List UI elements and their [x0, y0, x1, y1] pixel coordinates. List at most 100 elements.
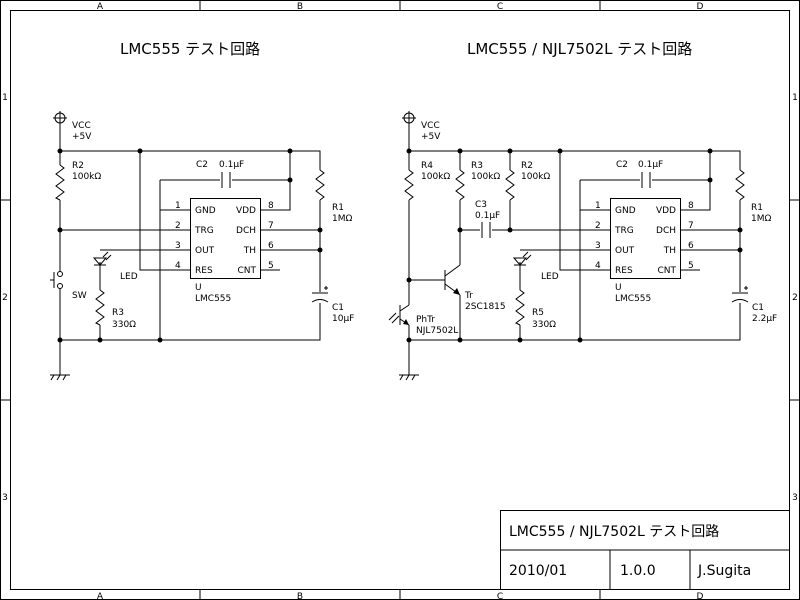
phototransistor-icon: [388, 304, 410, 326]
ic-pin-number: 7: [688, 221, 694, 231]
r2-ref: R2: [521, 161, 533, 171]
r1-ref: R1: [751, 203, 763, 213]
col-label-bottom: A: [97, 592, 104, 600]
capacitor-c3: [481, 222, 491, 238]
ic-pin-name: CNT: [657, 266, 676, 276]
col-label-top: A: [97, 2, 104, 12]
r3-value: 100kΩ: [471, 172, 500, 182]
ic-pin-number: 6: [688, 241, 694, 251]
r5-value: 330Ω: [532, 320, 556, 330]
r3-ref: R3: [112, 308, 124, 318]
c3-ref: C3: [475, 200, 487, 210]
resistor-r1: [735, 169, 745, 201]
led-label: LED: [541, 272, 559, 282]
ic-pin-number: 7: [268, 221, 274, 231]
left-circuit-title: LMC555 テスト回路: [120, 40, 260, 58]
c1-ref: C1: [332, 303, 344, 313]
wires: [59, 123, 321, 365]
r4-ref: R4: [421, 161, 433, 171]
ic-pin-name: TRG: [614, 226, 634, 236]
row-label-left: 1: [2, 93, 8, 103]
c1-value: 2.2μF: [752, 314, 777, 324]
led-label: LED: [120, 272, 138, 282]
ic-part: LMC555: [615, 294, 651, 304]
right-circuit-title: LMC555 / NJL7502L テスト回路: [467, 40, 692, 58]
ic-pin-number: 4: [175, 261, 181, 271]
col-label-top: B: [297, 2, 303, 12]
junction-dots: [406, 148, 743, 343]
ic-pin-name: OUT: [615, 246, 635, 256]
r2-value: 100kΩ: [521, 172, 550, 182]
c2-value: 0.1μF: [638, 160, 663, 170]
ic-pin-name: DCH: [656, 226, 676, 236]
phtr-ref: PhTr: [416, 315, 435, 325]
c1-value: 10μF: [332, 314, 354, 324]
ground-icon: [399, 365, 419, 381]
tr-value: 2SC1815: [465, 302, 506, 312]
title-block-version: 1.0.0: [620, 563, 656, 579]
r2-value: 100kΩ: [72, 172, 101, 182]
ic-pin-number: 5: [268, 261, 274, 271]
led-icon: [92, 251, 112, 266]
ic-pin-number: 8: [268, 201, 274, 211]
ic-pin-number: 3: [175, 241, 181, 251]
ic-pin-name: RES: [615, 266, 633, 276]
ic-pin-number: 5: [688, 261, 694, 271]
ic-pin-name: GND: [195, 206, 216, 216]
ic-pin-number: 1: [595, 201, 601, 211]
r3-ref: R3: [471, 161, 483, 171]
capacitor-c1-electrolytic: [731, 286, 749, 303]
vcc-value: +5V: [421, 132, 441, 142]
resistor-r4: [404, 169, 414, 201]
ic-pin-number: 2: [175, 221, 181, 231]
col-label-top: D: [697, 2, 704, 12]
title-block-author: J.Sugita: [697, 563, 751, 579]
row-label-right: 2: [792, 293, 798, 303]
phtr-value: NJL7502L: [416, 326, 458, 336]
title-block-title: LMC555 / NJL7502L テスト回路: [509, 524, 719, 540]
resistor-r1: [315, 169, 325, 201]
c2-ref: C2: [616, 160, 628, 170]
title-block: LMC555 / NJL7502L テスト回路 2010/01 1.0.0 J.…: [500, 510, 790, 590]
resistor-r5: [515, 289, 525, 326]
col-label-bottom: D: [697, 592, 704, 600]
r2-ref: R2: [72, 161, 84, 171]
vcc-symbol: [53, 111, 67, 125]
vcc-symbol: [402, 111, 416, 125]
ic-pin-number: 1: [175, 201, 181, 211]
title-block-date: 2010/01: [509, 563, 567, 579]
ic-ref: U: [195, 283, 202, 293]
r4-value: 100kΩ: [421, 172, 450, 182]
c3-value: 0.1μF: [475, 211, 500, 221]
col-label-top: C: [497, 2, 503, 12]
r5-ref: R5: [532, 308, 544, 318]
ic-pin-name: RES: [195, 266, 213, 276]
ic-part: LMC555: [195, 294, 231, 304]
r1-value: 1MΩ: [751, 214, 771, 224]
pushbutton-switch-icon: [50, 271, 63, 289]
ic-lmc555: [160, 198, 280, 279]
c2-ref: C2: [196, 160, 208, 170]
ic-pin-name: OUT: [195, 246, 215, 256]
ic-pin-name: TH: [663, 246, 676, 256]
npn-transistor-icon: [444, 264, 461, 296]
r1-value: 1MΩ: [332, 214, 352, 224]
vcc-label: VCC: [421, 121, 440, 131]
right-circuit: LMC555 / NJL7502L テスト回路 VCC +5V: [388, 40, 777, 381]
row-label-right: 3: [792, 493, 798, 503]
ic-pin-name: CNT: [237, 266, 256, 276]
col-label-bottom: C: [497, 592, 503, 600]
vcc-label: VCC: [72, 121, 91, 131]
resistor-r3: [95, 289, 105, 326]
capacitor-c2: [641, 172, 651, 188]
ic-ref: U: [615, 283, 622, 293]
capacitor-c1-electrolytic: [311, 286, 329, 303]
ground-icon: [50, 365, 70, 381]
c1-ref: C1: [752, 303, 764, 313]
resistor-r2: [505, 169, 515, 201]
col-label-bottom: B: [297, 592, 303, 600]
ic-pin-name: VDD: [656, 206, 676, 216]
ic-pin-name: GND: [615, 206, 636, 216]
junction-dots: [57, 148, 323, 343]
sw-label: SW: [72, 291, 87, 301]
